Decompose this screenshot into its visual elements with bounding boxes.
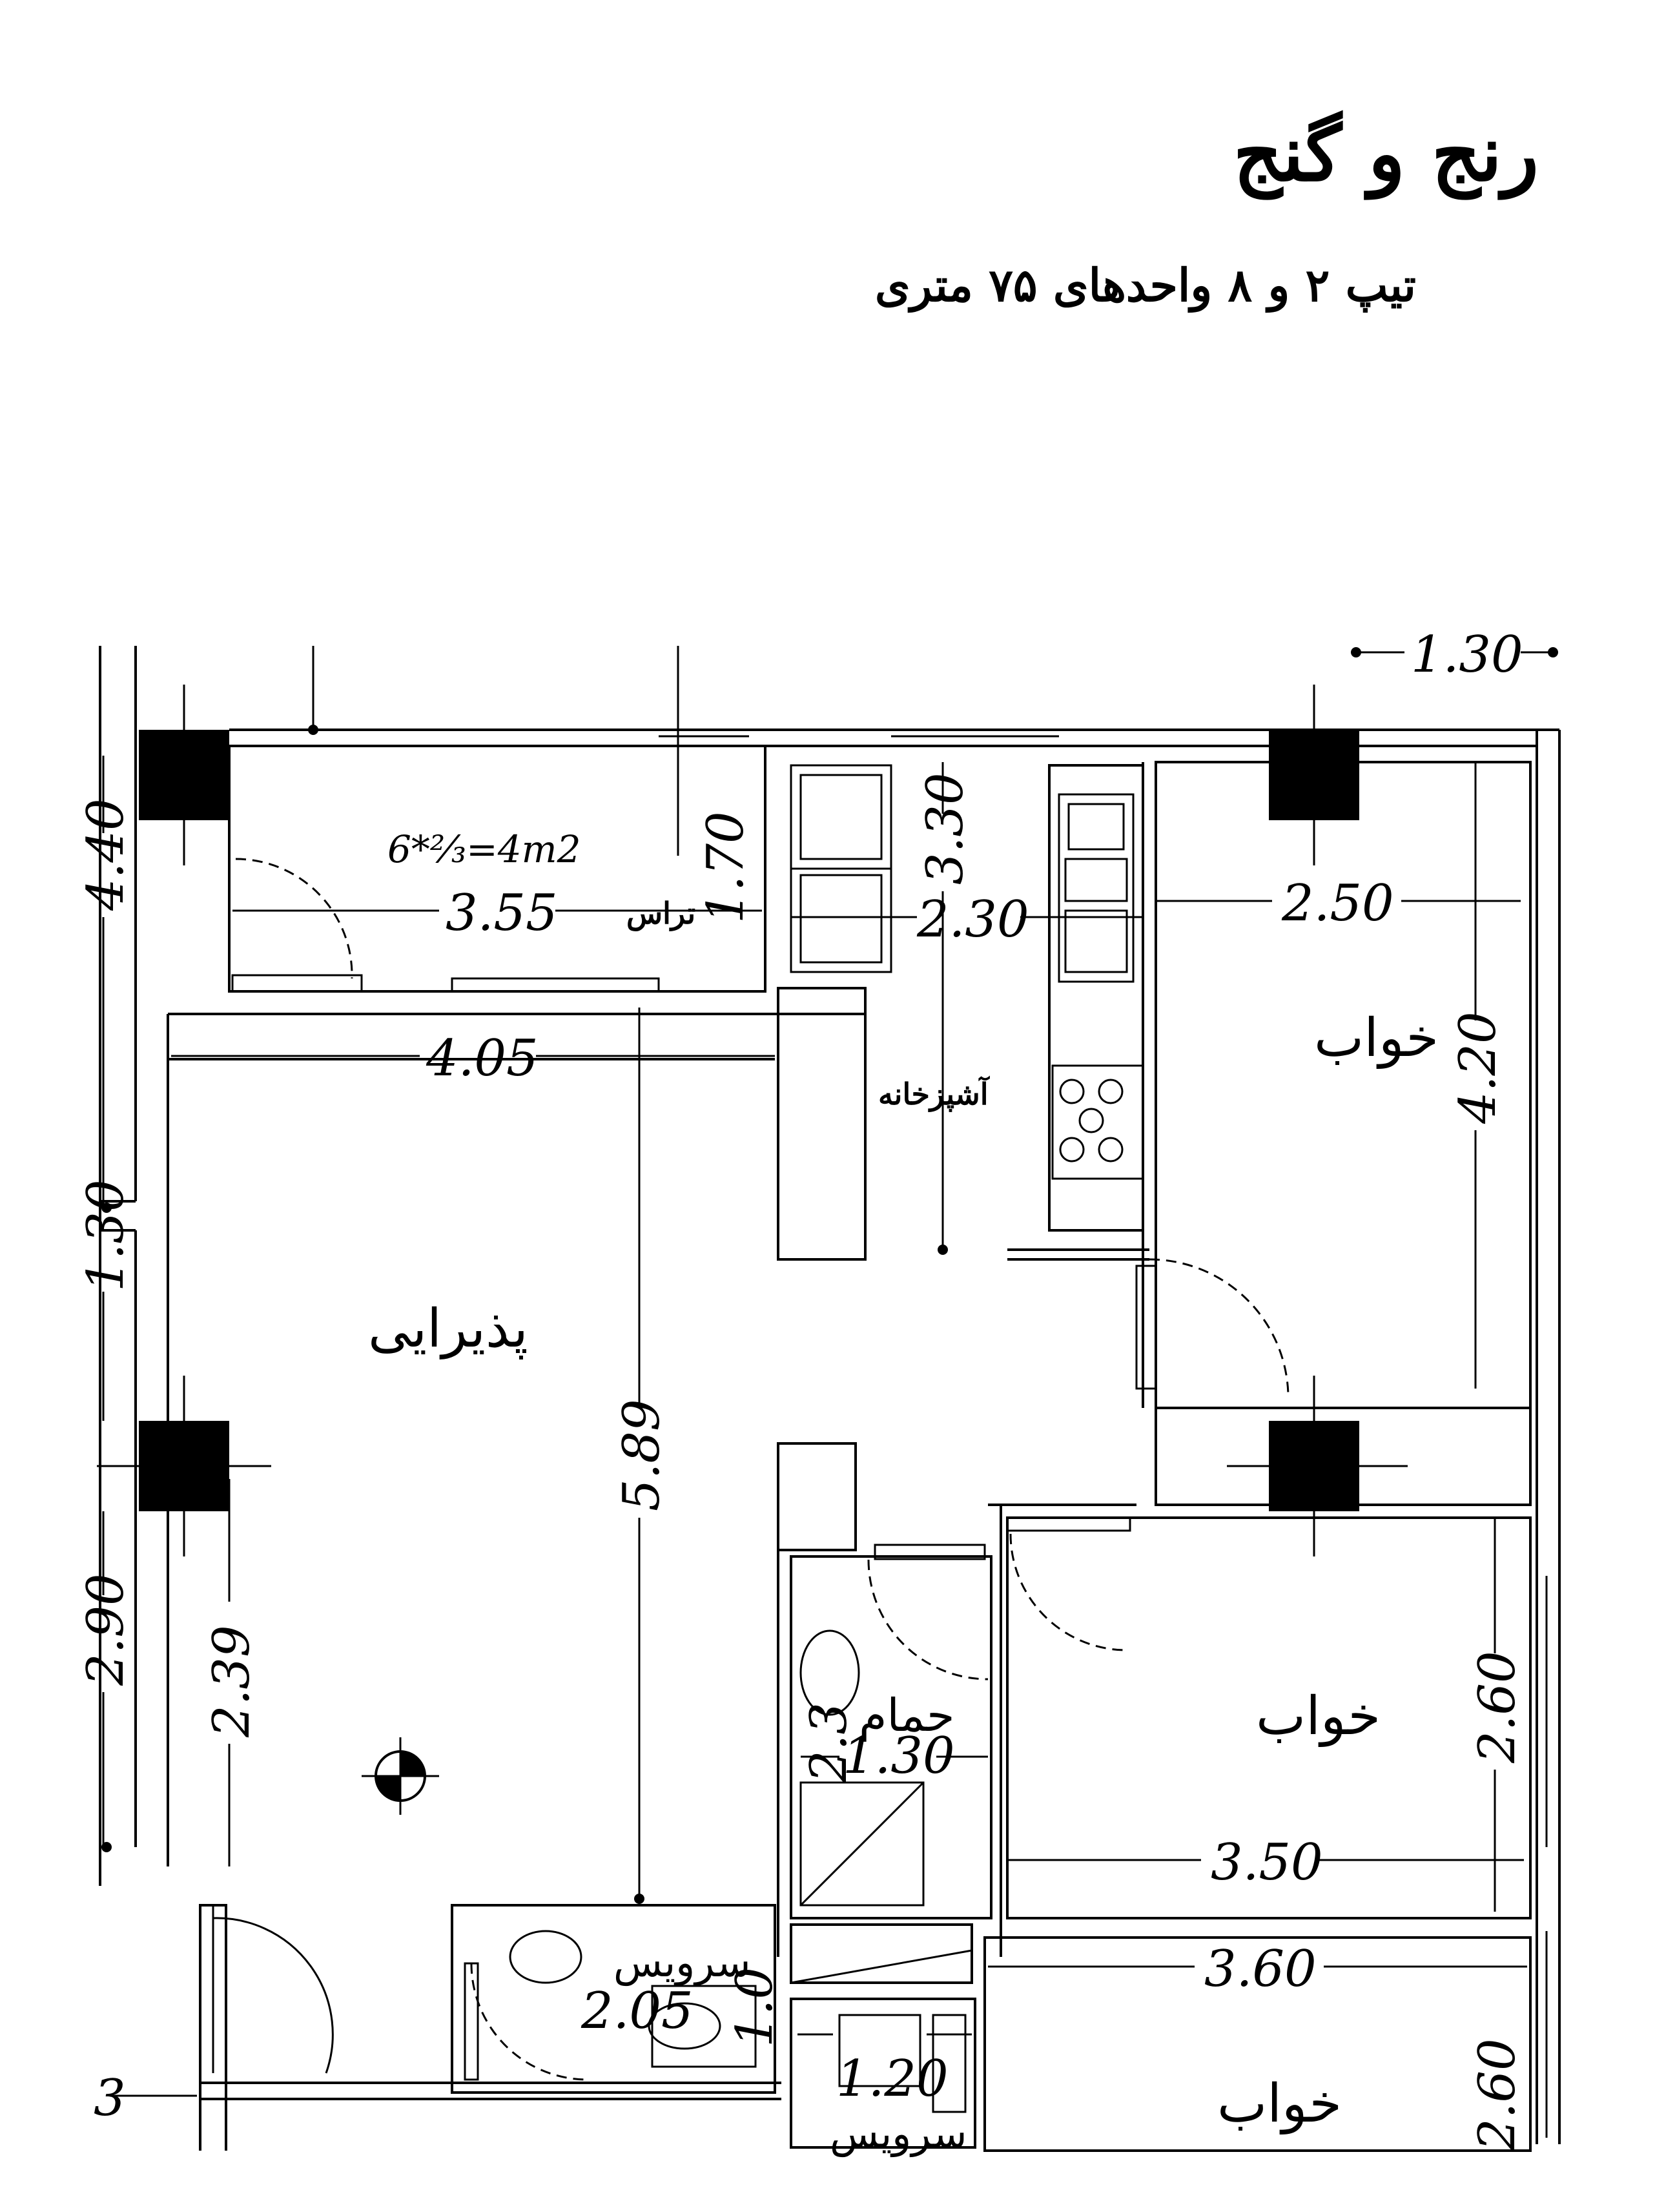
- dim-bedroom-bottom-width: 3.60: [1204, 1940, 1317, 1998]
- dim-bedroom-top-width: 2.50: [1281, 874, 1394, 933]
- room-wc-second: سرویس: [830, 2110, 967, 2158]
- dim-terrace-area: 6*⅔=4m2: [387, 827, 581, 871]
- dim-kitchen-height: 3.30: [916, 772, 974, 885]
- dim-wc2-width: 1.20: [836, 2050, 949, 2108]
- room-bedroom-top: خواب: [1314, 1008, 1439, 1070]
- dim-left-d: 3: [94, 2069, 126, 2127]
- walls: [99, 646, 1561, 2152]
- room-bath: حمام: [859, 1689, 954, 1742]
- dim-living-top-width: 4.05: [426, 1029, 539, 1088]
- room-wc-main: سرویس: [613, 1939, 750, 1987]
- dim-living-lower: 2.39: [203, 1625, 261, 1738]
- room-living: پذیرایی: [368, 1298, 528, 1360]
- project-title: رنج و گنج: [1233, 109, 1539, 198]
- dim-left-c: 2.90: [77, 1573, 135, 1686]
- dim-wc-width: 2.05: [581, 1982, 694, 2040]
- dim-terrace-height: 1.70: [697, 811, 755, 924]
- dim-wc-height: 1.0: [726, 1967, 784, 2047]
- dim-top-right: 1.30: [1411, 626, 1523, 684]
- dim-kitchen-width: 2.30: [916, 891, 1029, 949]
- room-bedroom-bottom: خواب: [1217, 2073, 1342, 2135]
- room-bedroom-mid: خواب: [1256, 1686, 1381, 1748]
- dimension-lines: [101, 646, 1558, 2097]
- dim-bedroom-mid-width: 3.50: [1211, 1834, 1323, 1892]
- dim-terrace-width: 3.55: [446, 884, 558, 942]
- dim-left-b: 1.30: [77, 1179, 135, 1292]
- room-labels: خواب خواب خواب پذیرایی آشپزخانه حمام سرو…: [368, 896, 1439, 2158]
- dim-left-a: 4.40: [77, 798, 135, 911]
- dim-bedroom-bottom-height: 2.60: [1468, 2038, 1527, 2151]
- dim-living-height: 5.89: [613, 1399, 671, 1511]
- room-kitchen: آشپزخانه: [878, 1075, 991, 1113]
- dim-bath-height: 2.3: [800, 1702, 858, 1783]
- dimension-labels: 3.55 6*⅔=4m2 1.70 2.30 3.30 2.50 4.20 4.…: [77, 626, 1527, 2151]
- unit-type-subtitle: تیپ ۲ و ۸ واحدهای ۷۵ متری: [874, 258, 1416, 312]
- columns: [97, 685, 1408, 1556]
- dim-bedroom-mid-height: 2.60: [1468, 1651, 1527, 1764]
- dim-bath-width: 1.30: [843, 1727, 955, 1785]
- room-terrace: تراس: [626, 896, 695, 931]
- dim-bedroom-top-height: 4.20: [1449, 1011, 1507, 1124]
- doors: [212, 858, 1290, 2081]
- level-marker: [362, 1737, 439, 1815]
